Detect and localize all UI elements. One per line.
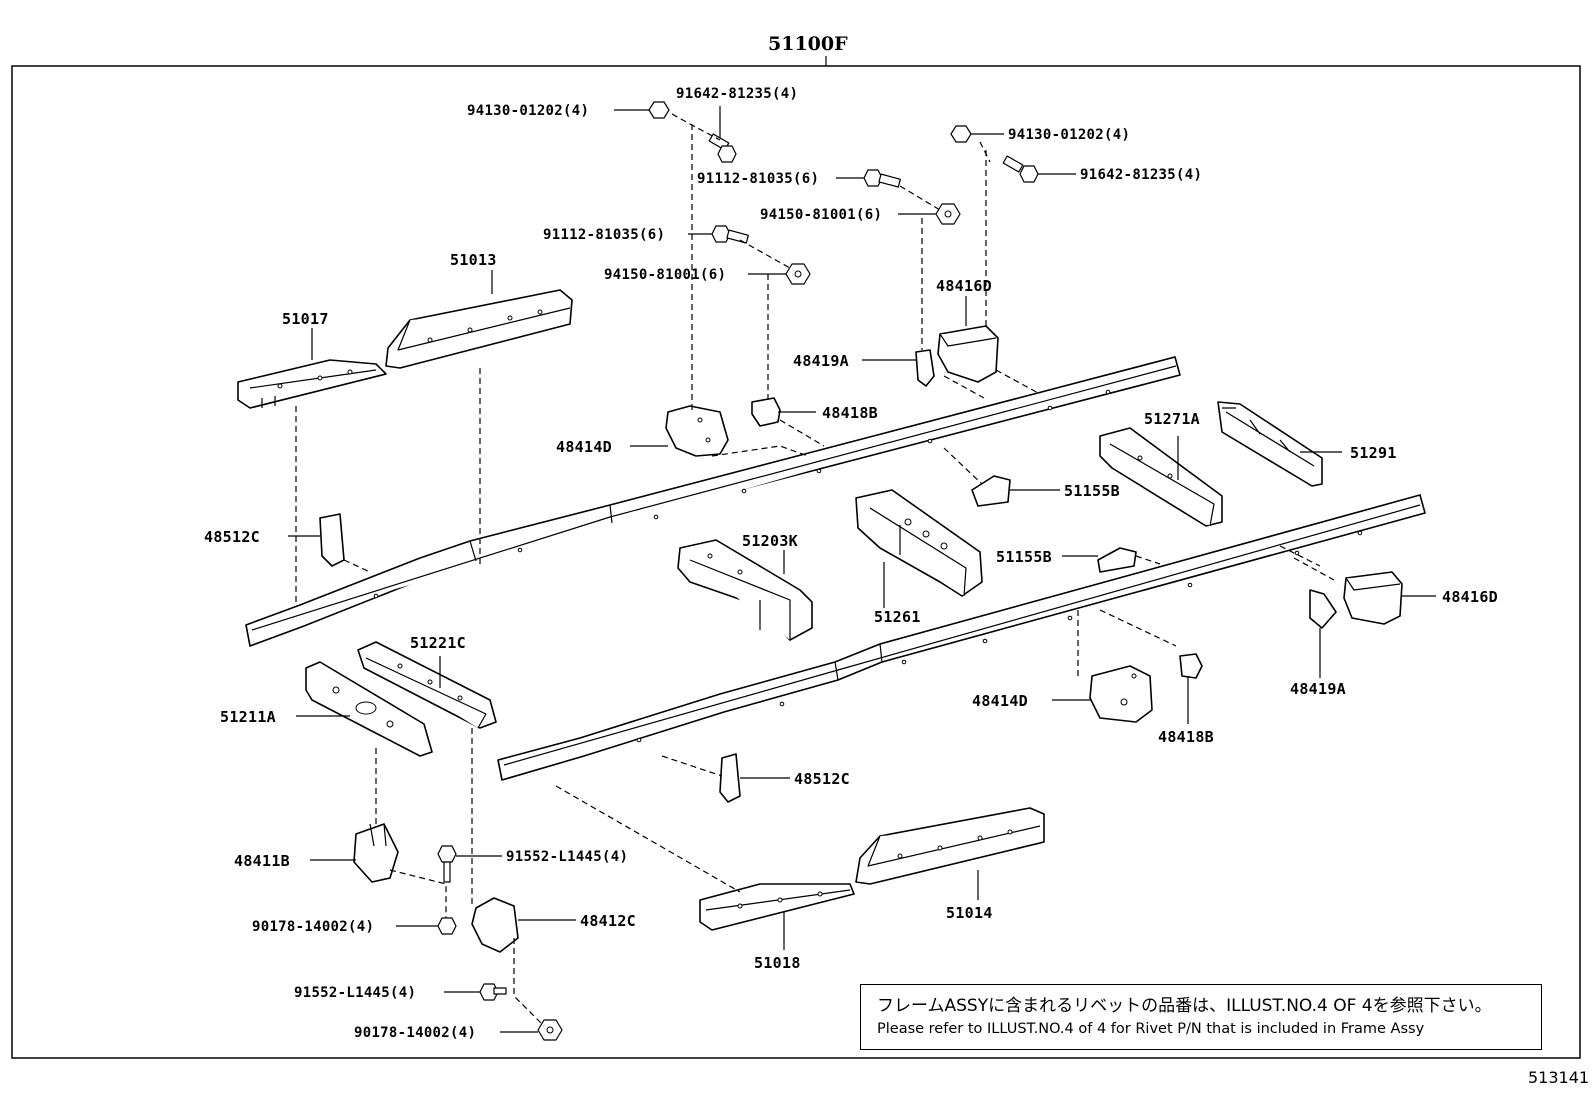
rivet-note-box: フレームASSYに含まれるリベットの品番は、ILLUST.NO.4 OF 4を参…: [860, 984, 1542, 1050]
callout-91552-l1445-lower: 91552-L1445(4): [294, 985, 416, 1001]
part-48414d-left: [665, 405, 729, 457]
callout-91112-81035-lower: 91112-81035(6): [543, 227, 665, 243]
callout-51155b-lower: 51155B: [996, 548, 1052, 566]
callout-48414d-lower: 48414D: [972, 692, 1028, 710]
part-48418b-right: [1179, 653, 1203, 679]
fastener-nut-90178-lower: [537, 1019, 563, 1041]
callout-48512c-upper: 48512C: [204, 528, 260, 546]
part-51018-extension: [699, 883, 855, 931]
fastener-bolt-91642-right: [1002, 155, 1039, 183]
part-48512c-right: [719, 753, 741, 803]
fastener-nut-94150-upper: [935, 203, 961, 225]
fastener-bolt-91552-upper: [437, 845, 457, 883]
callout-91552-l1445-upper: 91552-L1445(4): [506, 849, 628, 865]
part-48411b-mount: [353, 823, 399, 883]
callout-51271a: 51271A: [1144, 410, 1200, 428]
part-51211a-crossmember: [305, 661, 433, 757]
fastener-nut-90178-upper: [437, 917, 457, 935]
right-side-rail: [497, 494, 1426, 781]
callout-94150-81001-upper: 94150-81001(6): [760, 207, 882, 223]
callout-90178-14002-lower: 90178-14002(4): [354, 1025, 476, 1041]
diagram-border: [11, 65, 1581, 1059]
callout-51221c: 51221C: [410, 634, 466, 652]
fastener-nut-94130-left: [648, 101, 670, 119]
part-51155b-upper: [971, 475, 1011, 507]
callout-94130-01202-right: 94130-01202(4): [1008, 127, 1130, 143]
callout-51014: 51014: [946, 904, 993, 922]
rivet-note-japanese: フレームASSYに含まれるリベットの品番は、ILLUST.NO.4 OF 4を参…: [877, 996, 1492, 1016]
part-48416d-right: [1343, 571, 1403, 625]
fastener-bolt-91112-upper: [863, 169, 901, 188]
callout-51018: 51018: [754, 954, 801, 972]
fastener-bolt-91552-lower: [479, 983, 507, 1001]
part-51013-bracket: [385, 289, 573, 369]
callout-51013: 51013: [450, 251, 497, 269]
fastener-bolt-91112-lower: [711, 225, 749, 244]
part-48418b-left: [751, 397, 781, 427]
callout-51017: 51017: [282, 310, 329, 328]
callout-48414d-upper: 48414D: [556, 438, 612, 456]
part-51017-bracket: [237, 359, 387, 409]
callout-51261: 51261: [874, 608, 921, 626]
part-48419a-right: [1309, 589, 1337, 629]
callout-48419a-upper: 48419A: [793, 352, 849, 370]
callout-90178-14002-upper: 90178-14002(4): [252, 919, 374, 935]
callout-labels: 94130-01202(4) 91642-81235(4) 91112-8103…: [204, 86, 1498, 1041]
part-48512c-left: [319, 513, 345, 567]
part-51014-extension: [855, 807, 1045, 885]
part-51271a-crossmember: [1099, 427, 1223, 527]
callout-91642-81235-left: 91642-81235(4): [676, 86, 798, 102]
callout-51211a: 51211A: [220, 708, 276, 726]
callout-51155b-upper: 51155B: [1064, 482, 1120, 500]
part-51221c-crossmember: [357, 641, 497, 729]
fastener-bolt-91642-left: [708, 133, 737, 163]
part-48414d-right: [1089, 665, 1153, 723]
part-48419a-left: [915, 349, 935, 387]
part-51291-crossmember: [1217, 401, 1323, 487]
callout-94150-81001-lower: 94150-81001(6): [604, 267, 726, 283]
callout-48416d-upper: 48416D: [936, 277, 992, 295]
callout-51203k: 51203K: [742, 532, 798, 550]
callout-48412c: 48412C: [580, 912, 636, 930]
rivet-note-english: Please refer to ILLUST.NO.4 of 4 for Riv…: [877, 1021, 1425, 1037]
callout-51291: 51291: [1350, 444, 1397, 462]
leader-lines: [288, 106, 1436, 1033]
part-48416d-left: [937, 325, 999, 383]
fastener-nut-94150-lower: [785, 263, 811, 285]
part-48412c-mount: [471, 897, 519, 953]
callout-91112-81035-upper: 91112-81035(6): [697, 171, 819, 187]
fastener-nut-94130-right: [950, 125, 972, 143]
callout-94130-01202-left: 94130-01202(4): [467, 103, 589, 119]
part-51203k-crossmember: [677, 539, 813, 641]
left-side-rail: [245, 356, 1181, 647]
callout-48418b-upper: 48418B: [822, 404, 878, 422]
callout-48419a-lower: 48419A: [1290, 680, 1346, 698]
callout-91642-81235-right: 91642-81235(4): [1080, 167, 1202, 183]
callout-48416d-lower: 48416D: [1442, 588, 1498, 606]
callout-48411b: 48411B: [234, 852, 290, 870]
part-51155b-lower: [1097, 547, 1137, 573]
assembly-label: 51100F: [768, 33, 848, 55]
assembly-dash-lines: [295, 113, 1335, 1027]
part-51261-crossmember: [855, 489, 983, 597]
callout-48512c-lower: 48512C: [794, 770, 850, 788]
illustration-number: 513141: [1528, 1068, 1590, 1087]
callout-48418b-lower: 48418B: [1158, 728, 1214, 746]
